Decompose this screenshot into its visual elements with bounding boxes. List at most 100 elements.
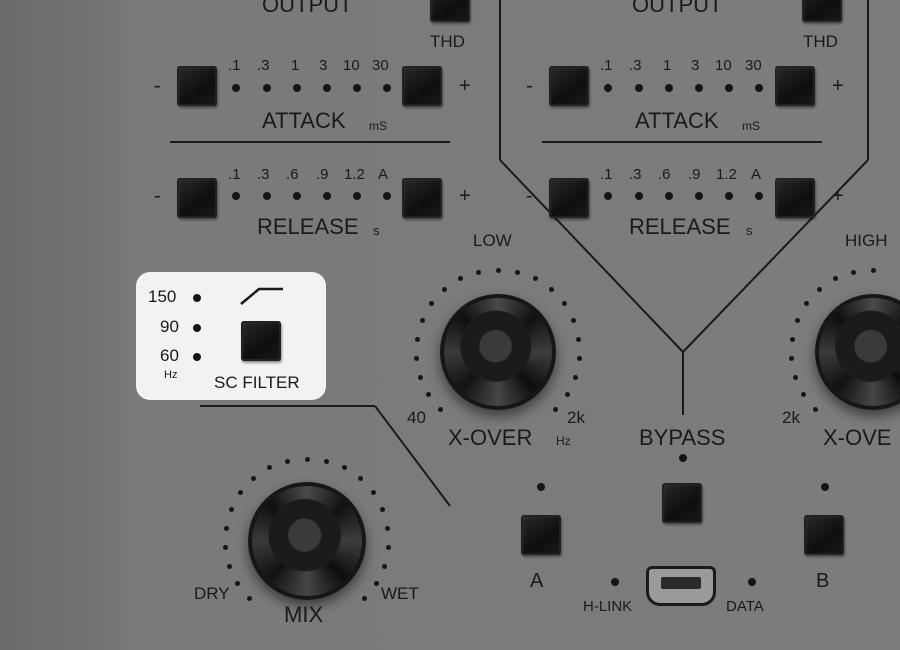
scale-tick: [222, 544, 228, 550]
left-attack-step: 10: [343, 57, 360, 74]
scale-tick: [833, 276, 839, 282]
right-attack-unit: mS: [742, 119, 760, 133]
left-attack-led: [353, 84, 361, 92]
xover-high-knob[interactable]: [815, 294, 900, 410]
scale-tick: [323, 458, 329, 464]
left-attack-plus-label: +: [459, 75, 471, 97]
left-attack-label: ATTACK: [262, 108, 346, 133]
scale-tick: [419, 318, 425, 324]
scale-tick: [223, 525, 229, 531]
scale-tick: [514, 269, 520, 275]
scale-tick: [437, 407, 443, 413]
left-release-increase-button[interactable]: [402, 178, 442, 218]
sc-filter-label: SC FILTER: [214, 373, 300, 392]
h-link-led: [611, 578, 619, 586]
xover-low-max-label: 2k: [567, 408, 585, 427]
xover-high-label: X-OVE: [823, 425, 892, 450]
scale-tick: [425, 392, 431, 398]
left-attack-led: [323, 84, 331, 92]
usb-port-icon[interactable]: [646, 566, 716, 606]
scale-tick: [851, 269, 857, 275]
band-a-label: A: [530, 570, 544, 592]
scale-tick: [788, 355, 794, 361]
right-release-decrease-button[interactable]: [549, 178, 589, 218]
left-release-decrease-button[interactable]: [177, 178, 217, 218]
left-release-minus-label: -: [154, 185, 161, 207]
mix-dry-label: DRY: [194, 584, 230, 603]
sc-filter-led-150: [193, 294, 201, 302]
scale-tick: [571, 318, 577, 324]
left-thd-button[interactable]: [430, 0, 470, 22]
right-attack-step: 10: [715, 57, 732, 74]
data-led: [748, 578, 756, 586]
scale-tick: [238, 490, 244, 496]
scale-tick: [792, 374, 798, 380]
right-attack-increase-button[interactable]: [775, 66, 815, 106]
right-attack-decrease-button[interactable]: [549, 66, 589, 106]
left-attack-step: 30: [372, 57, 389, 74]
scale-tick: [267, 465, 273, 471]
left-attack-increase-button[interactable]: [402, 66, 442, 106]
bypass-label: BYPASS: [639, 425, 726, 450]
scale-tick: [565, 392, 571, 398]
scale-tick: [800, 392, 806, 398]
right-attack-step: 30: [745, 57, 762, 74]
scale-tick: [561, 301, 567, 307]
sc-filter-led-60: [193, 353, 201, 361]
left-release-step: .6: [286, 166, 299, 183]
right-thd-label: THD: [803, 32, 838, 51]
left-attack-decrease-button[interactable]: [177, 66, 217, 106]
scale-tick: [234, 581, 240, 587]
right-release-led: [604, 192, 612, 200]
right-release-led: [725, 192, 733, 200]
scale-tick: [414, 336, 420, 342]
sc-filter-led-90: [193, 324, 201, 332]
scale-tick: [285, 458, 291, 464]
scale-tick: [341, 465, 347, 471]
sc-filter-freq-label: 60: [160, 346, 179, 365]
bypass-button[interactable]: [662, 483, 702, 523]
scale-tick: [548, 287, 554, 293]
left-attack-unit: mS: [369, 119, 387, 133]
scale-tick: [794, 318, 800, 324]
left-attack-step: .3: [257, 57, 270, 74]
scale-tick: [251, 476, 257, 482]
scale-tick: [812, 407, 818, 413]
band-b-button[interactable]: [804, 515, 844, 555]
scale-tick: [226, 563, 232, 569]
right-release-led: [665, 192, 673, 200]
right-attack-led: [725, 84, 733, 92]
scale-tick: [495, 267, 501, 273]
left-release-step: 1.2: [344, 166, 365, 183]
left-release-label: RELEASE: [257, 214, 359, 239]
scale-tick: [576, 336, 582, 342]
scale-tick: [817, 287, 823, 293]
xover-low-knob[interactable]: [440, 294, 556, 410]
left-attack-led: [383, 84, 391, 92]
left-attack-minus-label: -: [154, 75, 161, 97]
right-release-unit: s: [746, 223, 753, 238]
left-release-led: [353, 192, 361, 200]
sc-filter-unit: Hz: [164, 369, 178, 381]
mix-label: MIX: [284, 602, 324, 627]
mix-knob[interactable]: [248, 482, 366, 600]
right-attack-led: [665, 84, 673, 92]
scale-tick: [458, 276, 464, 282]
scale-tick: [362, 596, 368, 602]
left-release-led: [383, 192, 391, 200]
scale-tick: [413, 355, 419, 361]
scale-tick: [476, 269, 482, 275]
left-attack-step: 3: [319, 57, 328, 74]
right-release-increase-button[interactable]: [775, 178, 815, 218]
band-a-button[interactable]: [521, 515, 561, 555]
right-release-plus-label: +: [832, 185, 844, 207]
bypass-led: [679, 454, 687, 462]
right-release-step: .6: [658, 166, 671, 183]
right-thd-button[interactable]: [802, 0, 842, 22]
sc-filter-button[interactable]: [241, 321, 281, 361]
xover-high-min-label: 2k: [782, 408, 800, 427]
left-release-unit: s: [373, 223, 380, 238]
